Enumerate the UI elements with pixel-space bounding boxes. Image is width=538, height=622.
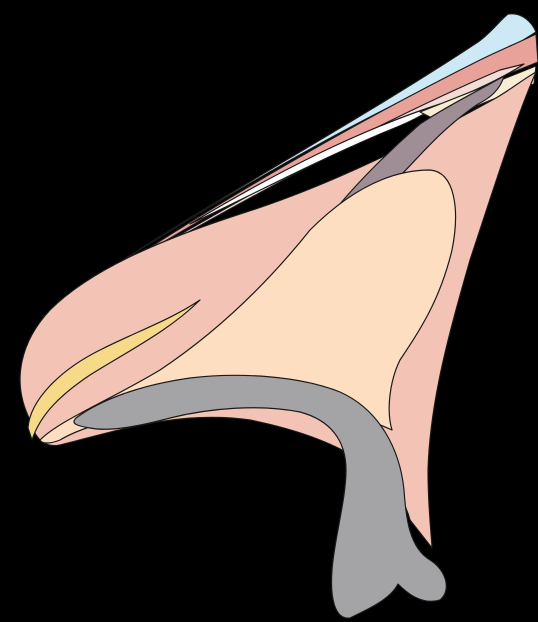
anatomical-diagram [0, 0, 538, 622]
